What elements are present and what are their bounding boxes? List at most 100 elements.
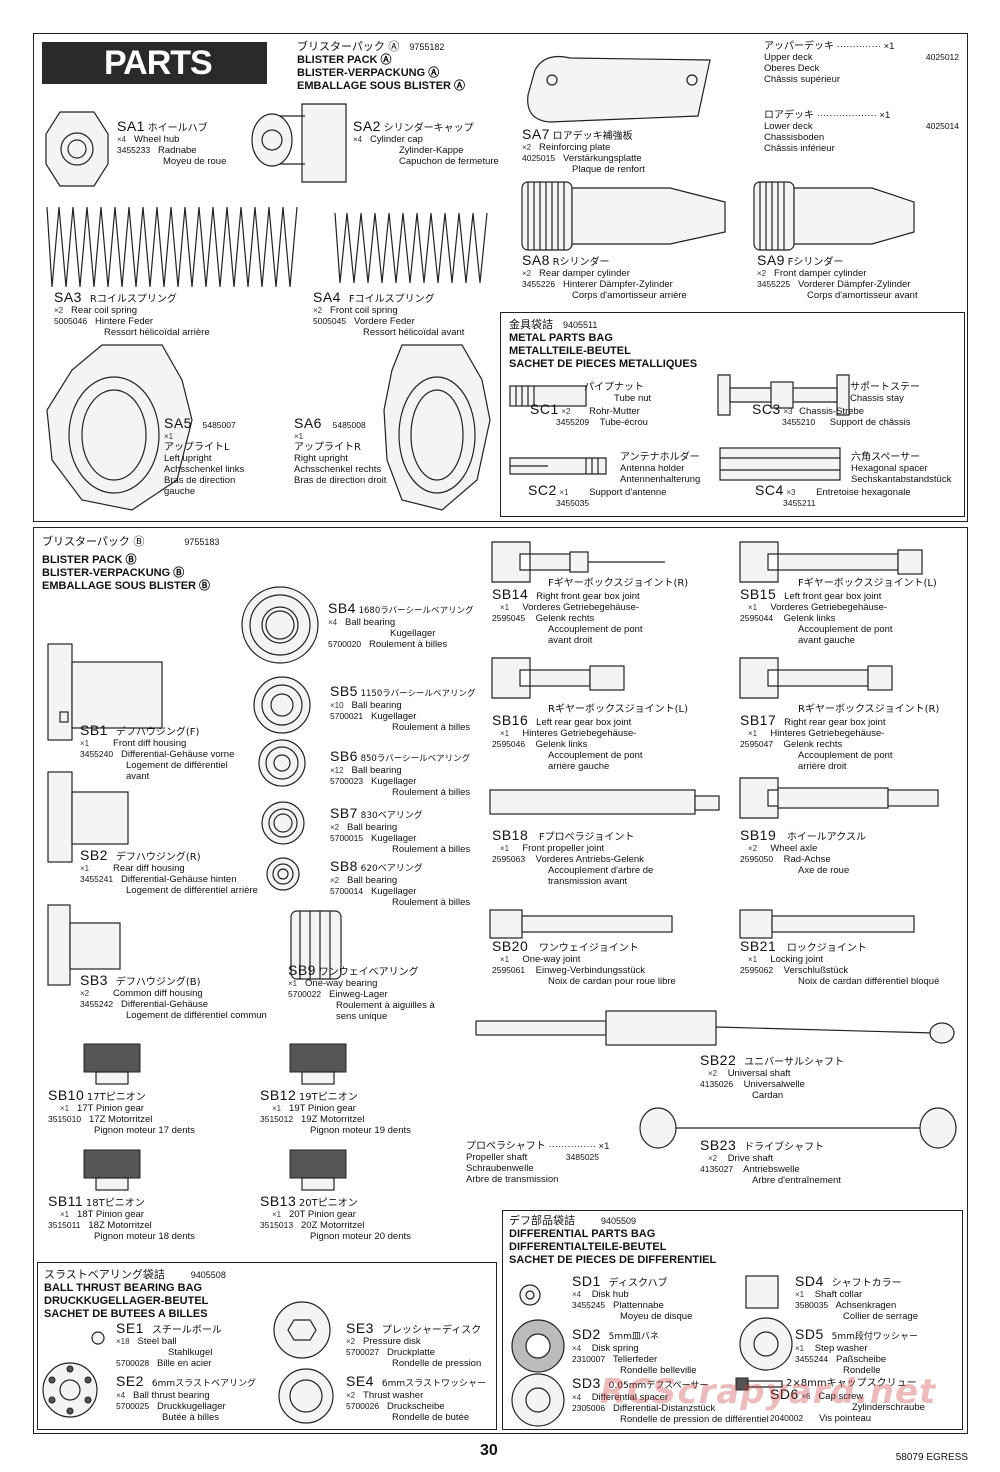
- sb21-label: SB21 ロックジョイント ×1 Locking joint 2595062 V…: [740, 938, 940, 987]
- common-diff-housing-drawing: [47, 904, 121, 986]
- rear-diff-housing-drawing: [47, 771, 129, 863]
- ball-bearing-1680-drawing: [241, 586, 319, 664]
- front-coil-spring-drawing: [334, 212, 488, 284]
- pinion-20t-drawing: [289, 1149, 347, 1191]
- blister-a-jp: ブリスターパック Ⓐ: [297, 40, 400, 53]
- sb3-label: SB3 デフハウジング(B) ×2 Common diff housing 34…: [80, 972, 267, 1021]
- blister-a-header: ブリスターパック Ⓐ 9755182 BLISTER PACK Ⓐ BLISTER…: [297, 40, 465, 93]
- front-propeller-joint-drawing: [489, 789, 720, 815]
- sb12-label: SB12 19Tピニオン ×1 19T Pinion gear 3515012 …: [260, 1087, 411, 1136]
- left-front-gearbox-joint-drawing: [739, 541, 923, 583]
- sb17-label: Rギヤーボックスジョイント(R) SB17 Right rear gear bo…: [740, 704, 940, 772]
- sa4-label: SA4 Fコイルスプリング ×2 Front coil spring 50050…: [313, 289, 465, 338]
- metal-parts-bag-box: [500, 312, 965, 517]
- sd6-label: 2×8mmキャップスクリュー SD6 ×6 Cap screw Zylinder…: [770, 1378, 925, 1424]
- sa3-label: SA3 Rコイルスプリング ×2 Rear coil spring 500504…: [54, 289, 210, 338]
- sa1-label: SA1 ホイールハブ ×4 Wheel hub 3455233 Radnabe …: [117, 118, 227, 167]
- sa2-label: SA2 シリンダーキャップ ×4 Cylinder cap Zylinder-K…: [353, 118, 499, 167]
- steel-ball-drawing: [91, 1331, 105, 1345]
- sb22-label: SB22 ユニバーサルシャフト ×2 Universal shaft 41350…: [700, 1052, 844, 1101]
- sc3-label: サポートステー Chassis stay SC3 ×3 Chassis-Stre…: [752, 382, 920, 428]
- sc1-label: パイプナット Tube nut SC1 ×2 Rohr-Mutter 34552…: [530, 382, 652, 428]
- hexagonal-spacer-drawing: [719, 447, 841, 481]
- se3-label: SE3 プレッシャーディスク ×2 Pressure disk 5700027 …: [346, 1320, 482, 1369]
- sb1-label: SB1 デフハウジング(F) ×1 Front diff housing 345…: [80, 722, 235, 782]
- se2-label: SE2 6mmスラストベアリング ×4 Ball thrust bearing …: [116, 1373, 256, 1423]
- disk-hub-drawing: [519, 1284, 541, 1306]
- differential-parts-bag-box: [502, 1210, 963, 1430]
- ball-bearing-620-drawing: [266, 857, 300, 891]
- sb8-label: SB8 620ベアリング ×2 Ball bearing 5700014 Kug…: [330, 858, 471, 908]
- universal-shaft-drawing: [475, 1010, 955, 1046]
- sa9-label: SA9 Fシリンダー ×2 Front damper cylinder 3455…: [757, 252, 918, 301]
- watermark: RCScrapyard.net: [600, 1372, 937, 1412]
- sa5-label: SA5 5485007 ×1 アップライトL Left upright Achs…: [164, 415, 245, 497]
- differential-spacer-drawing: [511, 1373, 565, 1427]
- sb9-label: SB9 ワンウェイベアリング ×1 One-way bearing 570002…: [288, 962, 435, 1022]
- footer-model: 58079 EGRESS: [895, 1452, 968, 1463]
- sb13-label: SB13 20Tピニオン ×1 20T Pinion gear 3515013 …: [260, 1193, 411, 1242]
- section-blister-a: [33, 33, 968, 522]
- right-front-gearbox-joint-drawing: [491, 541, 665, 583]
- front-diff-housing-drawing: [47, 643, 163, 741]
- one-way-joint-drawing: [489, 909, 673, 939]
- sb5-label: SB5 1150ラバーシールベアリング ×10 Ball bearing 570…: [330, 683, 476, 733]
- rear-damper-cylinder-drawing: [521, 181, 726, 251]
- sb19-label: SB19 ホイールアクスル ×2 Wheel axle 2595050 Rad-…: [740, 827, 867, 876]
- locking-joint-drawing: [739, 909, 915, 939]
- front-damper-cylinder-drawing: [753, 181, 915, 251]
- ball-bearing-830-drawing: [261, 801, 305, 845]
- sa8-label: SA8 Rシリンダー ×2 Rear damper cylinder 34552…: [522, 252, 687, 301]
- sc4-label: 六角スペーサー Hexagonal spacer Sechskantabstan…: [755, 452, 952, 508]
- sd2-label: SD2 5mm皿バネ ×4 Disk spring 2310007 Teller…: [572, 1326, 697, 1376]
- sb11-label: SB11 18Tピニオン ×1 18T Pinion gear 3515011 …: [48, 1193, 195, 1242]
- one-way-bearing-drawing: [290, 910, 342, 980]
- sb4-label: SB4 1680ラバーシールベアリング ×4 Ball bearing Kuge…: [328, 600, 474, 650]
- ball-thrust-bearing-drawing: [42, 1362, 98, 1418]
- sd5-label: SD5 5mm段付ワッシャー ×1 Step washer 3455244 Pa…: [795, 1326, 918, 1376]
- right-upright-drawing: [383, 344, 491, 511]
- step-washer-drawing: [739, 1317, 793, 1371]
- disk-spring-drawing: [511, 1319, 565, 1373]
- sb14-label: Fギヤーボックスジョイント(R) SB14 Right front gear b…: [492, 578, 689, 646]
- se1-label: SE1 スチールボール ×18 Steel ball Stahlkugel 57…: [116, 1320, 222, 1369]
- rear-coil-spring-drawing: [46, 206, 298, 288]
- pinion-18t-drawing: [83, 1149, 141, 1191]
- sd1-label: SD1 ディスクハブ ×4 Disk hub 3455245 Plattenna…: [572, 1273, 693, 1322]
- sd4-label: SD4 シャフトカラー ×1 Shaft collar 3580035 Achs…: [795, 1273, 918, 1322]
- thrust-washer-drawing: [278, 1368, 334, 1424]
- pinion-19t-drawing: [289, 1043, 347, 1085]
- thrust-bearing-bag-box: [37, 1262, 497, 1430]
- right-rear-gearbox-joint-drawing: [739, 657, 893, 699]
- sc2-label: アンテナホルダー Antenna holder Antennenhalterun…: [528, 452, 701, 508]
- cap-screw-drawing: [735, 1377, 783, 1391]
- ball-bearing-1150-drawing: [253, 676, 311, 734]
- chassis-stay-drawing: [717, 374, 850, 416]
- blister-a-num: 9755182: [409, 42, 445, 52]
- left-upright-drawing: [46, 344, 193, 511]
- page-number: 30: [480, 1442, 498, 1459]
- left-rear-gearbox-joint-drawing: [491, 657, 625, 699]
- sb7-label: SB7 830ベアリング ×2 Ball bearing 5700015 Kug…: [330, 805, 471, 855]
- sb6-label: SB6 850ラバーシールベアリング ×12 Ball bearing 5700…: [330, 748, 471, 798]
- reinforcing-plate-drawing: [527, 55, 711, 123]
- pressure-disk-drawing: [273, 1301, 331, 1359]
- propeller-shaft-label: プロペラシャフト ··············· ×1 Propeller sh…: [466, 1141, 610, 1185]
- sb10-label: SB10 17Tピニオン ×1 17T Pinion gear 3515010 …: [48, 1087, 195, 1136]
- blister-a-en: BLISTER PACK Ⓐ: [297, 54, 392, 66]
- sa7-label: SA7 ロアデッキ補強板 ×2 Reinforcing plate 402501…: [522, 126, 645, 175]
- sb15-label: Fギヤーボックスジョイント(L) SB15 Left front gear bo…: [740, 578, 937, 646]
- wheel-axle-drawing: [739, 777, 939, 819]
- blister-a-de: BLISTER-VERPACKUNG Ⓐ: [297, 67, 440, 79]
- pinion-17t-drawing: [83, 1043, 141, 1085]
- cylinder-cap-drawing: [251, 103, 347, 183]
- sb2-label: SB2 デフハウジング(R) ×1 Rear diff housing 3455…: [80, 847, 258, 896]
- sd3-label: SD3 0.05mmデフスペーサー ×4 Differential spacer…: [572, 1375, 769, 1425]
- wheel-hub-drawing: [45, 111, 109, 187]
- shaft-collar-drawing: [745, 1275, 779, 1309]
